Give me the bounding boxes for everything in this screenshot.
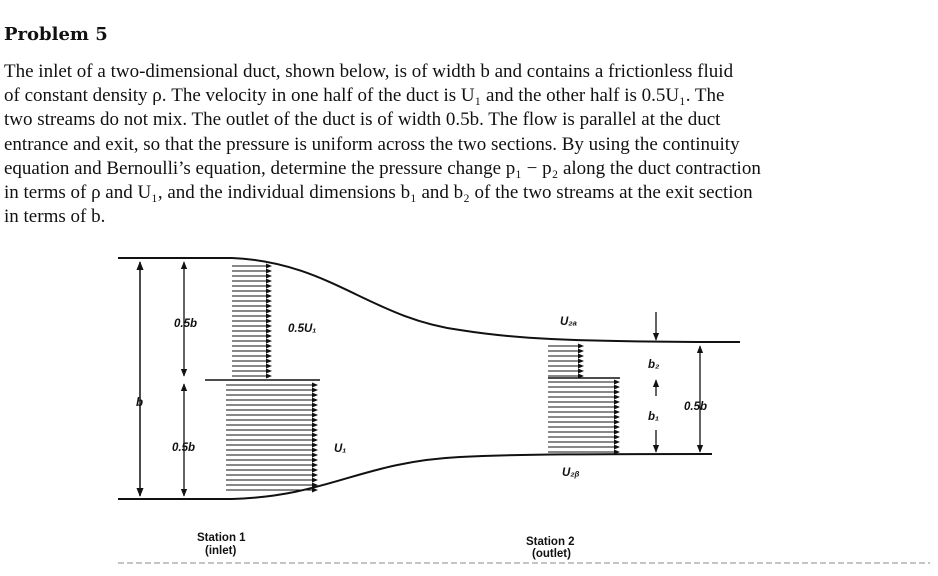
velocity-arrow-head xyxy=(614,419,620,425)
velocity-arrow-head xyxy=(266,313,272,319)
station2-name-label: Station 2 xyxy=(526,536,575,548)
exit-lower-velocity-profile xyxy=(548,379,620,455)
velocity-arrow-head xyxy=(266,323,272,329)
exit-upper-velocity-label: U₂ₐ xyxy=(560,316,577,328)
statement-line: of constant density ρ. The velocity in o… xyxy=(4,85,725,107)
exit-upper-velocity-profile xyxy=(548,343,584,379)
velocity-arrow-head xyxy=(614,414,620,420)
velocity-arrow-head xyxy=(312,442,318,448)
velocity-arrow-head xyxy=(614,424,620,430)
velocity-arrow-head xyxy=(614,399,620,405)
velocity-arrow-head xyxy=(266,268,272,274)
upper-velocity-label: 0.5U₁ xyxy=(288,323,316,335)
velocity-arrow-head xyxy=(266,338,272,344)
velocity-arrow-head xyxy=(312,422,318,428)
velocity-arrow-head xyxy=(614,429,620,435)
inlet-width-label: b xyxy=(136,397,143,409)
velocity-arrow-head xyxy=(312,482,318,488)
velocity-arrow-head xyxy=(266,278,272,284)
velocity-arrow-head xyxy=(312,397,318,403)
exit-width-label: 0.5b xyxy=(684,401,707,413)
velocity-arrow-head xyxy=(312,407,318,413)
velocity-arrow-head xyxy=(266,363,272,369)
velocity-arrow-head xyxy=(312,437,318,443)
statement-line: The inlet of a two-dimensional duct, sho… xyxy=(4,61,734,82)
velocity-arrow-head xyxy=(312,382,318,388)
station1-name-label: Station 1 xyxy=(197,532,246,544)
velocity-arrow-head xyxy=(266,263,272,269)
velocity-arrow-head xyxy=(266,288,272,294)
velocity-arrow-head xyxy=(614,389,620,395)
velocity-arrow-head xyxy=(578,363,584,369)
exit-b2-label: b₂ xyxy=(648,359,660,371)
problem-title: Problem 5 xyxy=(4,24,108,45)
velocity-arrow-head xyxy=(312,427,318,433)
velocity-arrow-head xyxy=(312,452,318,458)
inlet-bottom-half-label: 0.5b xyxy=(172,442,195,454)
velocity-arrow-head xyxy=(266,318,272,324)
velocity-arrow-head xyxy=(312,472,318,478)
velocity-arrow-head xyxy=(266,283,272,289)
velocity-arrow-head xyxy=(614,379,620,385)
velocity-arrow-head xyxy=(312,402,318,408)
velocity-arrow-head xyxy=(614,449,620,455)
velocity-arrow-head xyxy=(578,373,584,379)
velocity-arrow-head xyxy=(266,353,272,359)
velocity-arrow-head xyxy=(312,412,318,418)
velocity-arrow-head xyxy=(614,384,620,390)
velocity-arrow-head xyxy=(312,462,318,468)
station1-sub-label: (inlet) xyxy=(205,545,236,557)
velocity-arrow-head xyxy=(578,368,584,374)
velocity-arrow-head xyxy=(312,457,318,463)
velocity-arrow-head xyxy=(266,293,272,299)
statement-line: equation and Bernoulli’s equation, deter… xyxy=(4,157,761,179)
exit-lower-velocity-label: U₂ᵦ xyxy=(562,467,580,479)
velocity-arrow-head xyxy=(578,353,584,359)
velocity-arrow-head xyxy=(266,368,272,374)
velocity-arrow-head xyxy=(312,467,318,473)
velocity-arrow-head xyxy=(266,343,272,349)
velocity-arrow-head xyxy=(614,444,620,450)
lower-velocity-label: U₁ xyxy=(334,443,346,455)
velocity-arrow-head xyxy=(614,439,620,445)
statement-line: entrance and exit, so that the pressure … xyxy=(4,133,740,155)
velocity-arrow-head xyxy=(578,343,584,349)
statement-line: in terms of ρ and U₁, and the individual… xyxy=(4,182,753,204)
velocity-arrow-head xyxy=(312,477,318,483)
velocity-arrow-head xyxy=(266,308,272,314)
problem-statement: The inlet of a two-dimensional duct, sho… xyxy=(4,60,864,229)
station2-sub-label: (outlet) xyxy=(532,548,571,560)
velocity-arrow-head xyxy=(266,333,272,339)
velocity-arrow-head xyxy=(266,298,272,304)
velocity-arrow-head xyxy=(266,328,272,334)
velocity-arrow-head xyxy=(312,387,318,393)
inlet-lower-velocity-profile xyxy=(226,382,318,493)
duct-top-wall xyxy=(118,257,741,343)
velocity-arrow-head xyxy=(266,348,272,354)
velocity-arrow-head xyxy=(266,373,272,379)
velocity-arrow-head xyxy=(312,487,318,493)
duct-bottom-wall xyxy=(118,453,713,500)
statement-line: two streams do not mix. The outlet of th… xyxy=(4,109,721,131)
velocity-arrow-head xyxy=(614,394,620,400)
inlet-upper-velocity-profile xyxy=(232,263,272,379)
velocity-arrow-head xyxy=(614,404,620,410)
velocity-arrow-head xyxy=(578,358,584,364)
inlet-top-half-label: 0.5b xyxy=(174,318,197,330)
velocity-arrow-head xyxy=(312,392,318,398)
velocity-arrow-head xyxy=(312,417,318,423)
velocity-arrow-head xyxy=(266,358,272,364)
velocity-arrow-head xyxy=(266,273,272,279)
velocity-arrow-head xyxy=(614,434,620,440)
statement-line: in terms of b. xyxy=(4,206,106,228)
exit-b1-label: b₁ xyxy=(648,411,659,423)
velocity-arrow-head xyxy=(614,409,620,415)
velocity-arrow-head xyxy=(312,432,318,438)
velocity-arrow-head xyxy=(266,303,272,309)
velocity-arrow-head xyxy=(312,447,318,453)
velocity-arrow-head xyxy=(578,348,584,354)
